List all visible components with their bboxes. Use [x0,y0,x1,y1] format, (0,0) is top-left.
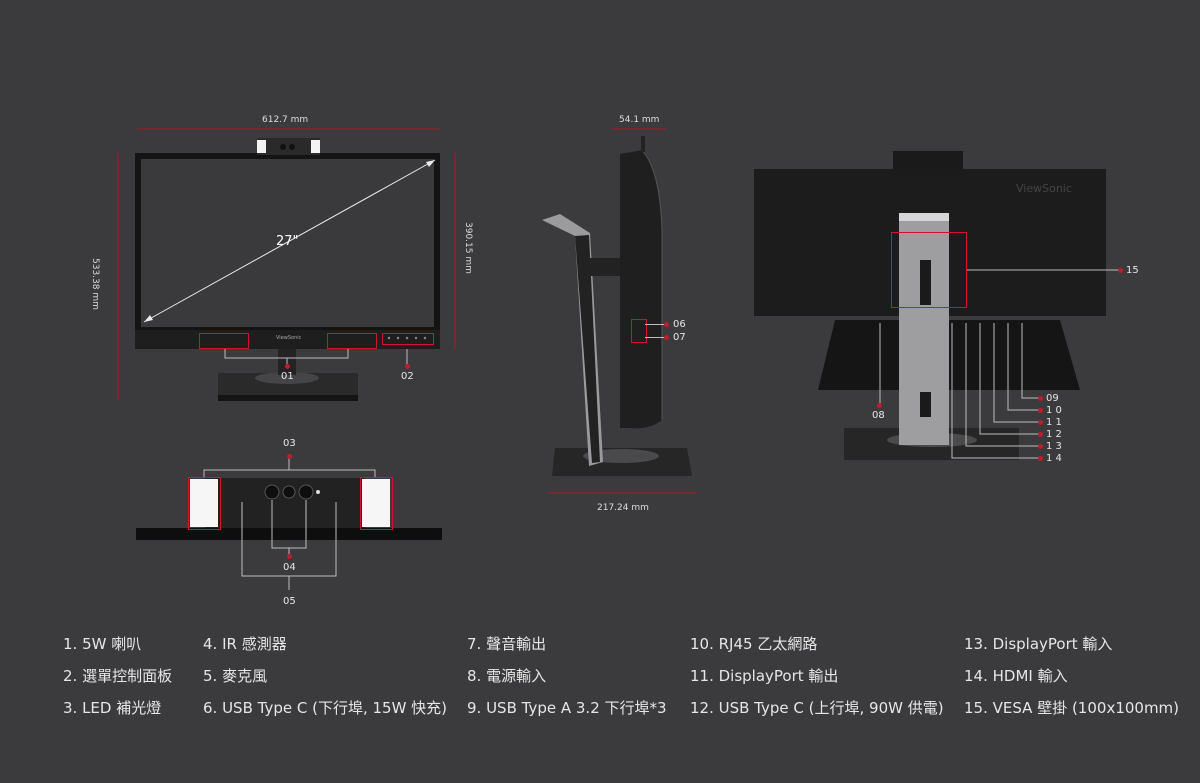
callout-dot-15 [1118,268,1123,273]
callout-dot-14 [1038,456,1043,461]
front-brand-logo: ViewSonic [276,335,302,341]
callout-09: 09 [1046,393,1059,404]
callout-dot-10 [1038,408,1043,413]
legend-item-6: 6. USB Type C (下行埠, 15W 快充) [203,699,448,717]
callout-dot-11 [1038,420,1043,425]
callout-15: 15 [1126,265,1139,276]
diagonal-label: 27" [276,234,299,249]
callout-11: 1 1 [1046,417,1062,428]
callout-13: 1 3 [1046,441,1062,452]
callout-05: 05 [283,596,296,607]
callout-06: 06 [673,319,686,330]
callout-dot-09 [1038,396,1043,401]
callout-02: 02 [401,371,414,382]
led-right-highlight [360,477,393,530]
legend-item-4: 4. IR 感測器 [203,635,287,653]
callout-dot-01 [285,364,290,369]
callout-01: 01 [281,371,294,382]
callout-dot-03 [287,454,292,459]
control-panel-highlight [382,333,434,345]
legend-item-8: 8. 電源輸入 [467,667,547,685]
legend-item-3: 3. LED 補光燈 [63,699,162,717]
callout-dot-04 [287,554,292,559]
rear-brand-logo: ViewSonic [1016,182,1072,195]
callout-dot-02 [405,364,410,369]
legend-item-9: 9. USB Type A 3.2 下行埠*3 [467,699,667,717]
legend-item-15: 15. VESA 壁掛 (100x100mm) [964,699,1180,717]
speaker-right-highlight [327,333,377,349]
leader-06 [645,324,665,325]
callout-dot-07 [664,335,669,340]
legend-item-10: 10. RJ45 乙太網路 [690,635,818,653]
legend-item-13: 13. DisplayPort 輸入 [964,635,1113,653]
legend-item-1: 1. 5W 喇叭 [63,635,142,653]
legend-item-12: 12. USB Type C (上行埠, 90W 供電) [690,699,944,717]
legend-item-11: 11. DisplayPort 輸出 [690,667,839,685]
callout-dot-12 [1038,432,1043,437]
callout-03: 03 [283,438,296,449]
legend-item-14: 14. HDMI 輸入 [964,667,1068,685]
callout-14: 1 4 [1046,453,1062,464]
legend-item-2: 2. 選單控制面板 [63,667,173,685]
led-left-highlight [188,477,221,530]
vesa-highlight [891,232,967,308]
callout-07: 07 [673,332,686,343]
callout-04: 04 [283,562,296,573]
legend-item-5: 5. 麥克風 [203,667,268,685]
side-depth-label: 54.1 mm [619,115,660,125]
base-depth-label: 217.24 mm [597,503,649,513]
leader-07 [645,337,665,338]
callout-10: 1 0 [1046,405,1062,416]
front-width-label: 612.7 mm [262,115,309,125]
callout-12: 1 2 [1046,429,1062,440]
speaker-left-highlight [199,333,249,349]
callout-08: 08 [872,410,885,421]
legend-item-7: 7. 聲音輸出 [467,635,547,653]
callout-dot-13 [1038,444,1043,449]
callout-dot-06 [664,322,669,327]
callout-dot-08 [877,403,882,408]
side-ports-highlight [631,319,647,343]
